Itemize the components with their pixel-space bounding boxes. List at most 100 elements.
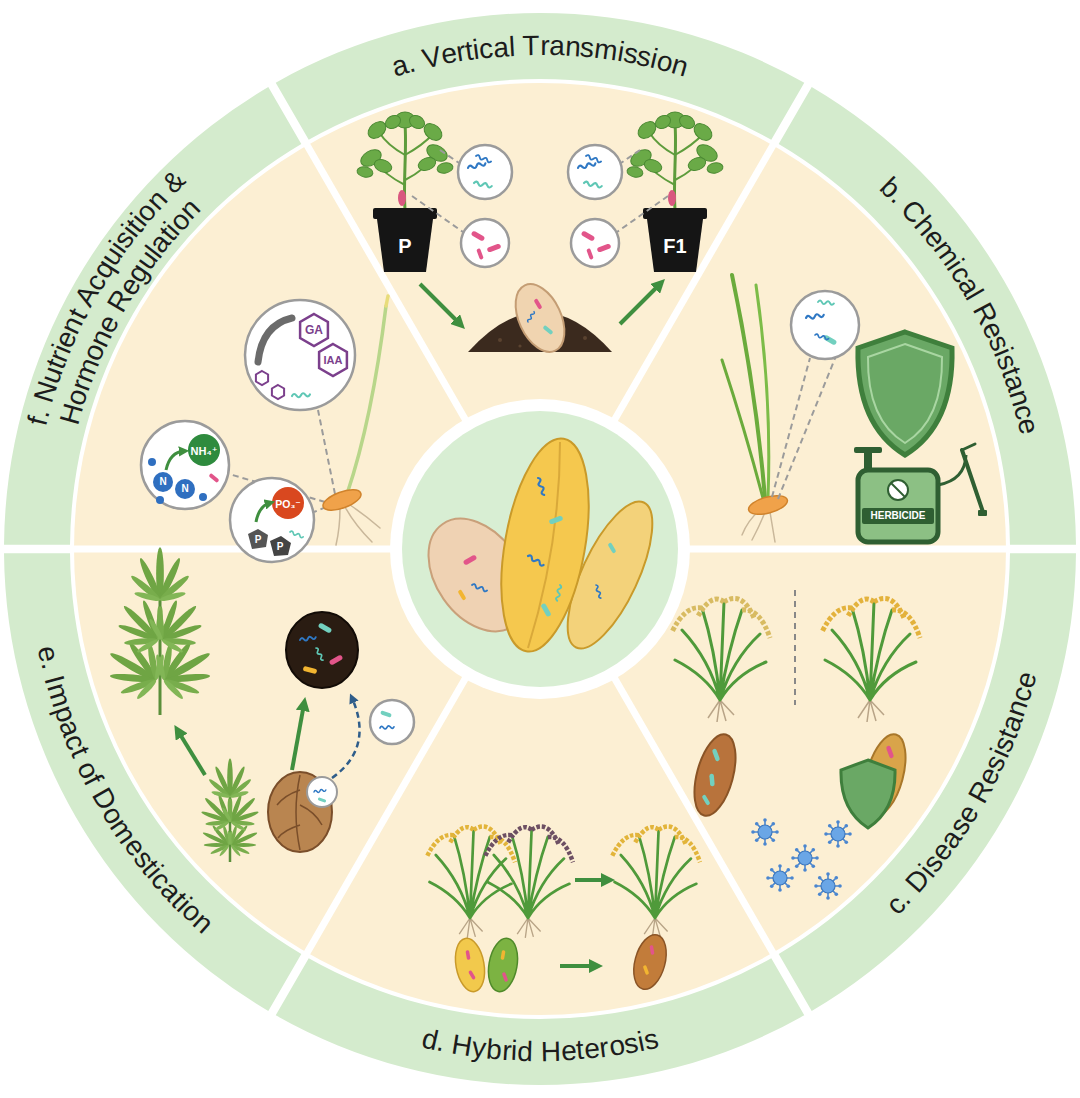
nutrient-ion (156, 496, 164, 504)
nutrient-ion (270, 536, 291, 556)
title-glyph: e (560, 1037, 577, 1066)
bacterium (471, 230, 486, 241)
herbicide-sprayer (854, 444, 987, 542)
hemp-plant (95, 547, 269, 862)
seed (709, 774, 715, 787)
title-glyph: a (492, 33, 510, 62)
segment-title: d. Hybrid Heterosis (269, 954, 810, 1087)
nutrient-ion (148, 434, 304, 556)
seedling (756, 285, 769, 498)
leader-line (772, 356, 836, 499)
tomato-plant (356, 112, 453, 210)
bacterium (586, 248, 594, 260)
seed (300, 636, 316, 642)
ring-segment: b. Chemical Resistance (773, 82, 1078, 551)
growth-arrow (420, 284, 660, 324)
growth-arrow (292, 704, 304, 770)
magnifier-circle (370, 700, 414, 744)
seed (556, 585, 562, 601)
magnifier-circle (458, 145, 512, 199)
growth-arrow (620, 284, 660, 324)
seed (536, 477, 546, 495)
seed (527, 311, 535, 323)
seed (643, 965, 650, 975)
soil-mound (583, 336, 587, 340)
nutrient-ion (175, 479, 195, 499)
bacterium (585, 154, 601, 162)
seed (485, 936, 522, 994)
seed (549, 515, 564, 524)
seed (307, 777, 337, 807)
ring-band-shape (2, 547, 307, 1016)
ring-band-shape (269, 954, 810, 1087)
hormone-hexagon (258, 318, 292, 362)
protective-shield (841, 760, 895, 828)
icon-label: N (159, 477, 166, 487)
magnifier-circle (818, 300, 834, 305)
icon-label: HERBICIDE (870, 511, 925, 521)
seed (314, 789, 326, 793)
rice-plant (427, 827, 700, 938)
segment-title: e. Impact of Domestication (2, 547, 307, 1016)
virus-particle (751, 818, 852, 900)
growth-arrow (575, 878, 608, 882)
soil-mound (518, 344, 521, 347)
magnifier-circle (141, 421, 229, 509)
growth-arrow (420, 284, 460, 324)
bacterium (487, 243, 502, 252)
herbicide-sprayer (888, 480, 908, 500)
title-glyph: a (549, 32, 566, 61)
icon-label: GA (305, 324, 323, 336)
title-glyph: r (540, 32, 550, 60)
virus-particle (824, 820, 852, 848)
seed (463, 554, 478, 565)
seed (701, 794, 710, 806)
tomato-plant (356, 112, 723, 210)
nutrient-ion (166, 451, 184, 470)
leader-line (412, 150, 668, 232)
seed (607, 542, 616, 554)
nutrient-ion (290, 531, 304, 538)
seed (747, 492, 790, 518)
hormone-hexagon (256, 314, 347, 399)
ring-band-shape (2, 82, 307, 552)
seed (457, 589, 466, 601)
bacterium (581, 230, 596, 241)
bacterium (584, 181, 602, 188)
tomato-plant (626, 112, 723, 210)
seed (268, 612, 358, 852)
seed (506, 276, 574, 359)
nutrient-ion (256, 503, 270, 522)
title-glyph (515, 32, 524, 60)
seed (408, 432, 669, 660)
ring-band-shape (773, 547, 1078, 1016)
ring-band-shape (270, 11, 810, 144)
seed (687, 730, 744, 820)
nutrient-ion (153, 472, 173, 492)
plant-pot (373, 208, 437, 219)
growth-arrow (178, 731, 205, 775)
virus-particle (814, 872, 842, 900)
ring-band (779, 553, 1076, 1011)
seedling (722, 360, 763, 498)
icon-label: P (277, 542, 284, 552)
seed (318, 797, 327, 803)
icon-label: P (255, 535, 262, 545)
seed (540, 603, 551, 618)
magnifier-circle (815, 334, 829, 340)
seed (747, 492, 790, 518)
growth-arrow (560, 880, 608, 966)
icon-label: PO₃⁻ (275, 499, 301, 510)
herbicide-sprayer (978, 510, 987, 516)
seed (329, 654, 344, 665)
growth-arrow (560, 964, 596, 968)
seed (528, 442, 560, 648)
seed (506, 276, 574, 359)
protective-shield (868, 344, 942, 443)
icon-label: NH₄⁺ (191, 446, 218, 457)
nutrient-ion (248, 529, 268, 549)
seed (628, 931, 671, 993)
segment-title: f. Nutrient Acquisition & Hormone Regula… (2, 82, 307, 552)
ring-segment: a. Vertical Transmission (270, 11, 810, 144)
seed (468, 970, 476, 980)
